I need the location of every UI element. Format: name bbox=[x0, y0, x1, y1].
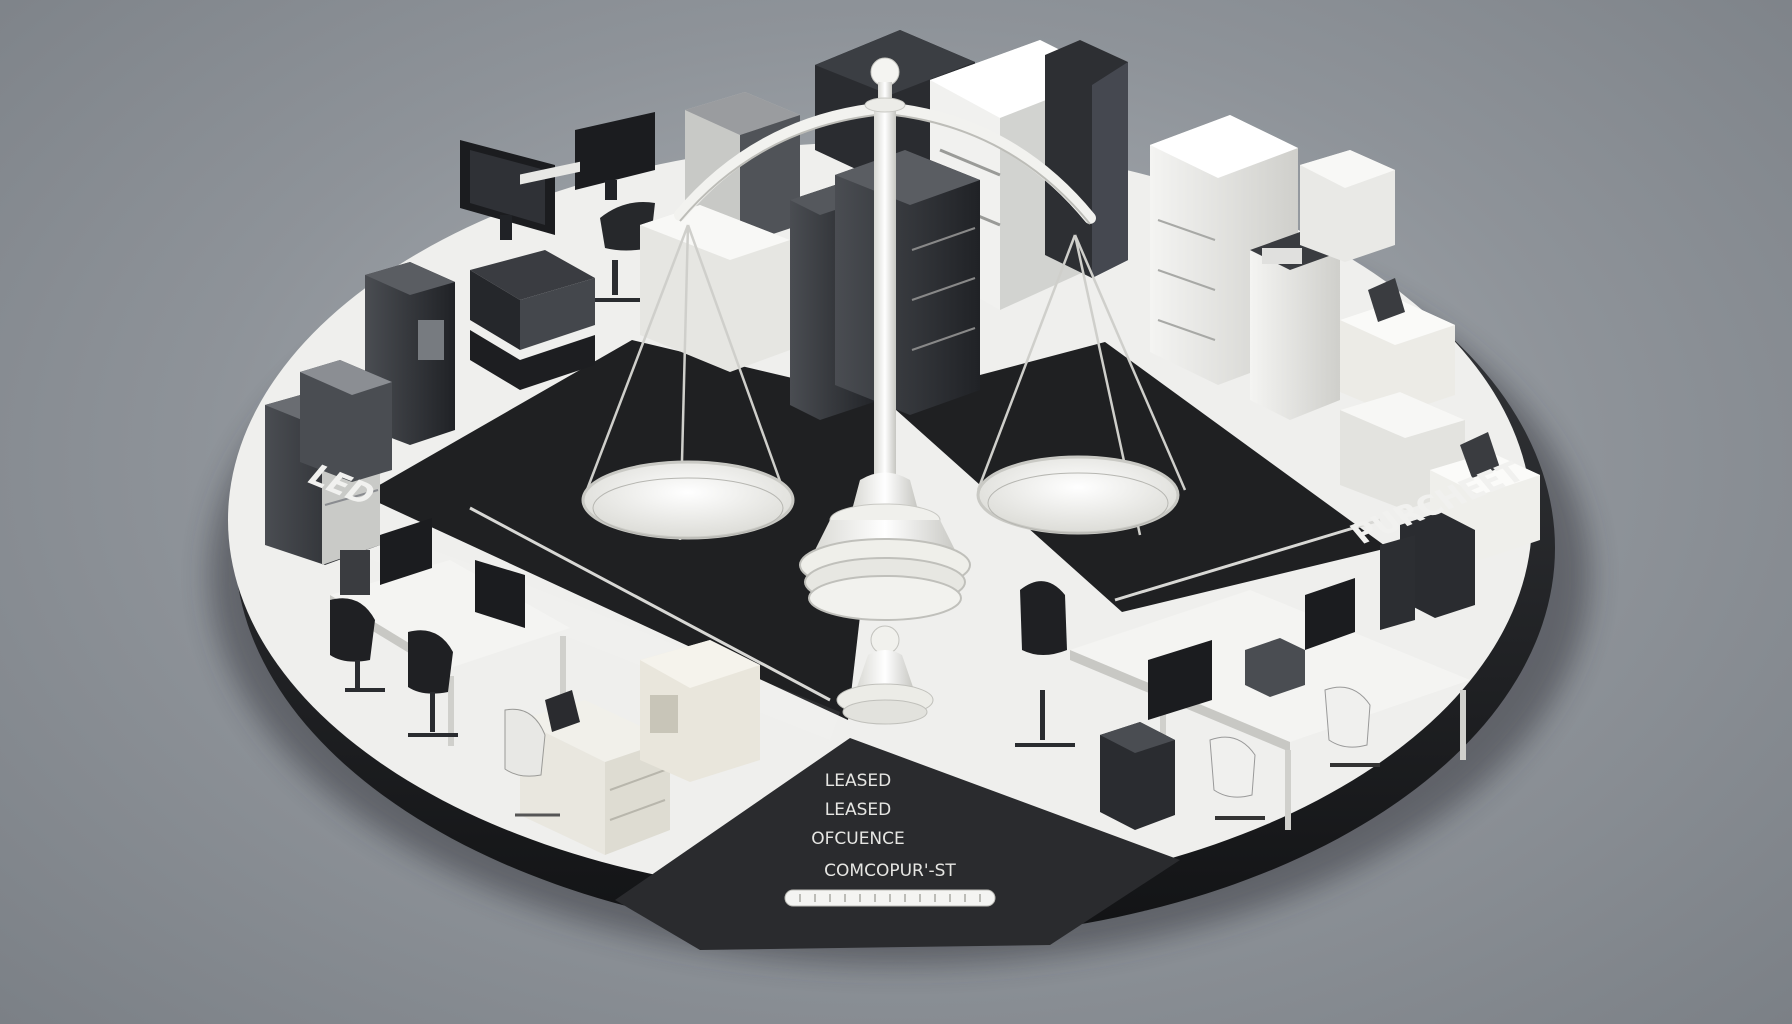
office-chair-icon bbox=[408, 630, 458, 737]
laptop-icon bbox=[545, 690, 580, 732]
desktop-monitor-icon bbox=[460, 140, 555, 240]
sign-line-2: LEASED bbox=[825, 800, 891, 820]
filing-cabinet-icon bbox=[1100, 722, 1175, 830]
printer-icon bbox=[470, 161, 595, 390]
printer-icon bbox=[1340, 300, 1455, 415]
laptop-icon bbox=[1368, 278, 1405, 322]
laptop-icon bbox=[1460, 432, 1500, 478]
left-equipment-group bbox=[265, 112, 760, 855]
printer-icon bbox=[1245, 638, 1305, 697]
sign-line-4: COMCOPUR'-ST bbox=[824, 861, 956, 881]
printer-icon bbox=[1045, 40, 1128, 278]
printer-icon bbox=[1300, 150, 1395, 262]
desktop-monitor-icon bbox=[340, 518, 525, 628]
center-back-equipment bbox=[640, 30, 1128, 420]
filing-cabinet-icon bbox=[1400, 512, 1475, 618]
sign-line-1: LEASED bbox=[825, 771, 891, 791]
right-equipment-group bbox=[1015, 115, 1540, 830]
desktop-monitor-icon bbox=[1148, 535, 1415, 720]
front-dark-zone bbox=[615, 738, 1180, 950]
balance-scale-icon bbox=[581, 57, 1187, 725]
weight-figure bbox=[836, 625, 934, 725]
printer-icon bbox=[685, 92, 800, 245]
desktop-monitor-icon bbox=[575, 112, 655, 200]
office-chair-icon bbox=[1015, 581, 1075, 747]
comparison-sign: LEASED LEASED OFCUENCE COMCOPUR'-ST bbox=[784, 771, 996, 907]
filing-cabinet-icon bbox=[640, 640, 760, 782]
office-chair-icon bbox=[504, 708, 560, 817]
office-chair-icon bbox=[1324, 686, 1380, 767]
filing-cabinet-icon bbox=[1250, 232, 1340, 420]
sign-line-3: OFCUENCE bbox=[811, 829, 905, 849]
printer-icon bbox=[300, 360, 392, 482]
office-chair-icon bbox=[330, 598, 385, 692]
filing-cabinet-icon bbox=[835, 150, 980, 415]
office-chair-icon bbox=[1209, 736, 1265, 820]
